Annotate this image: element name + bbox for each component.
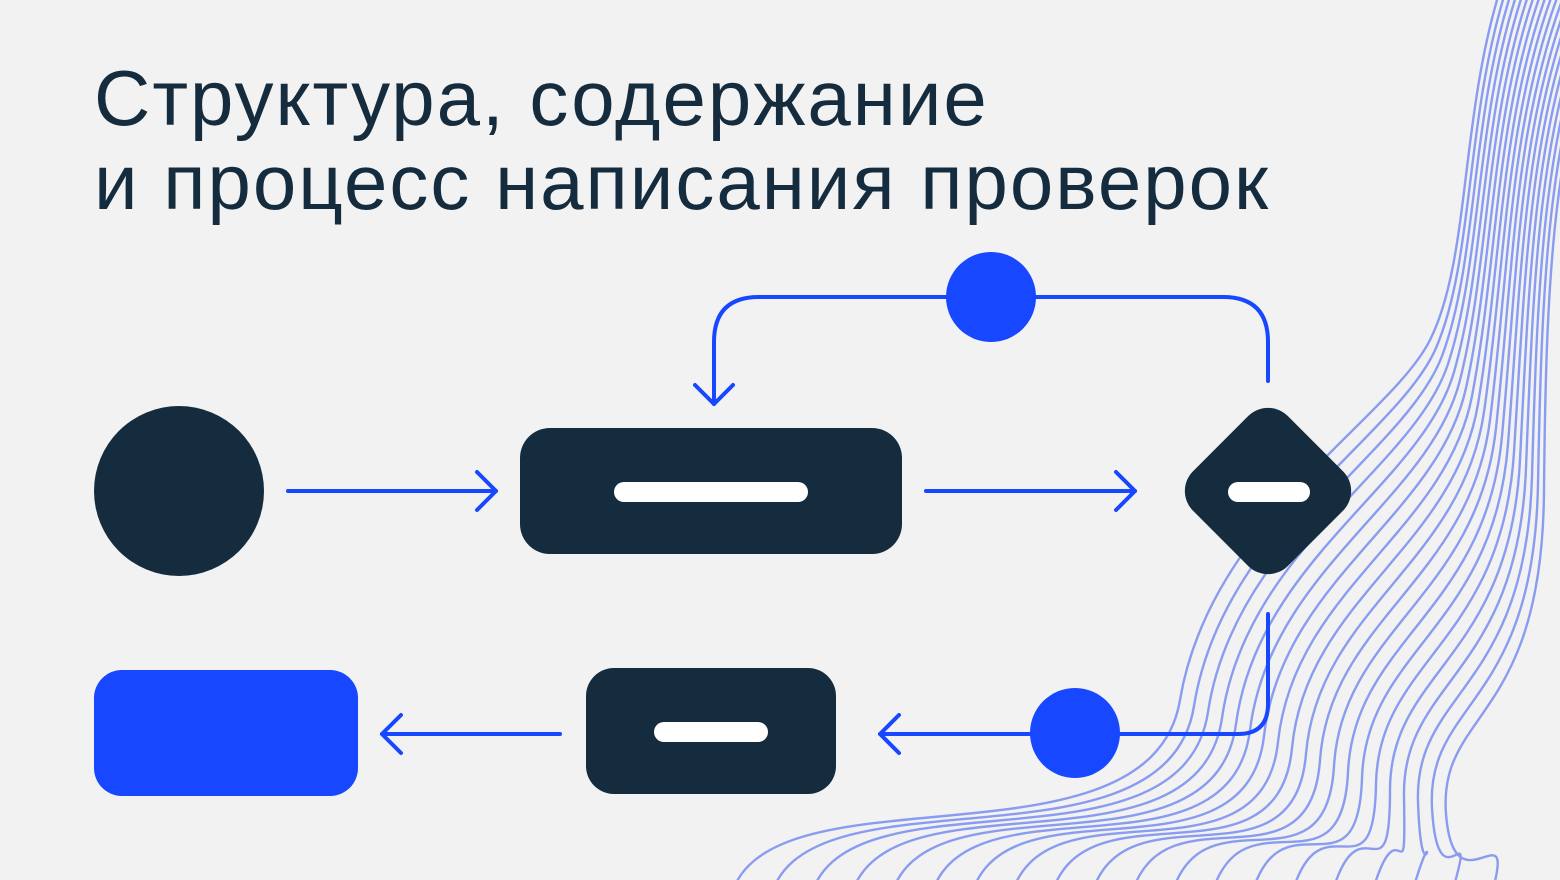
wave-line <box>1295 55 1560 880</box>
wave-line <box>1335 74 1560 880</box>
wave-line <box>1096 0 1552 880</box>
wave-line <box>1016 0 1540 880</box>
start-node <box>94 406 264 576</box>
wave-line <box>896 0 1523 880</box>
wave-line <box>1215 19 1560 880</box>
second-process-node <box>586 668 836 794</box>
wave-line <box>1374 95 1560 880</box>
wave-line <box>1255 36 1560 880</box>
end-node <box>94 670 358 796</box>
arrow-process-to-decision <box>924 470 1137 512</box>
arrow-start-to-process <box>286 470 498 512</box>
wave-line <box>1136 0 1558 880</box>
wave-line <box>1056 0 1546 880</box>
arrow-to-end-node <box>380 713 562 755</box>
decision-node-bar <box>1228 482 1310 502</box>
branch-junction-node <box>1030 688 1120 778</box>
page-title: Структура, содержание и процесс написани… <box>94 56 1270 224</box>
wave-line <box>1430 145 1560 880</box>
title-line-1: Структура, содержание <box>94 54 989 142</box>
wave-line <box>856 0 1517 880</box>
process-node <box>520 428 902 554</box>
wave-line <box>1175 2 1560 880</box>
second-process-node-bar <box>654 722 768 742</box>
title-line-2: и процесс написания проверок <box>94 138 1271 226</box>
wave-line <box>936 0 1528 880</box>
process-node-bar <box>614 482 808 502</box>
wave-line <box>1414 119 1560 880</box>
loop-junction-node <box>946 252 1036 342</box>
wave-line <box>976 0 1534 880</box>
arrow-decision-to-second-process <box>878 612 1270 755</box>
decision-node <box>1184 407 1352 575</box>
